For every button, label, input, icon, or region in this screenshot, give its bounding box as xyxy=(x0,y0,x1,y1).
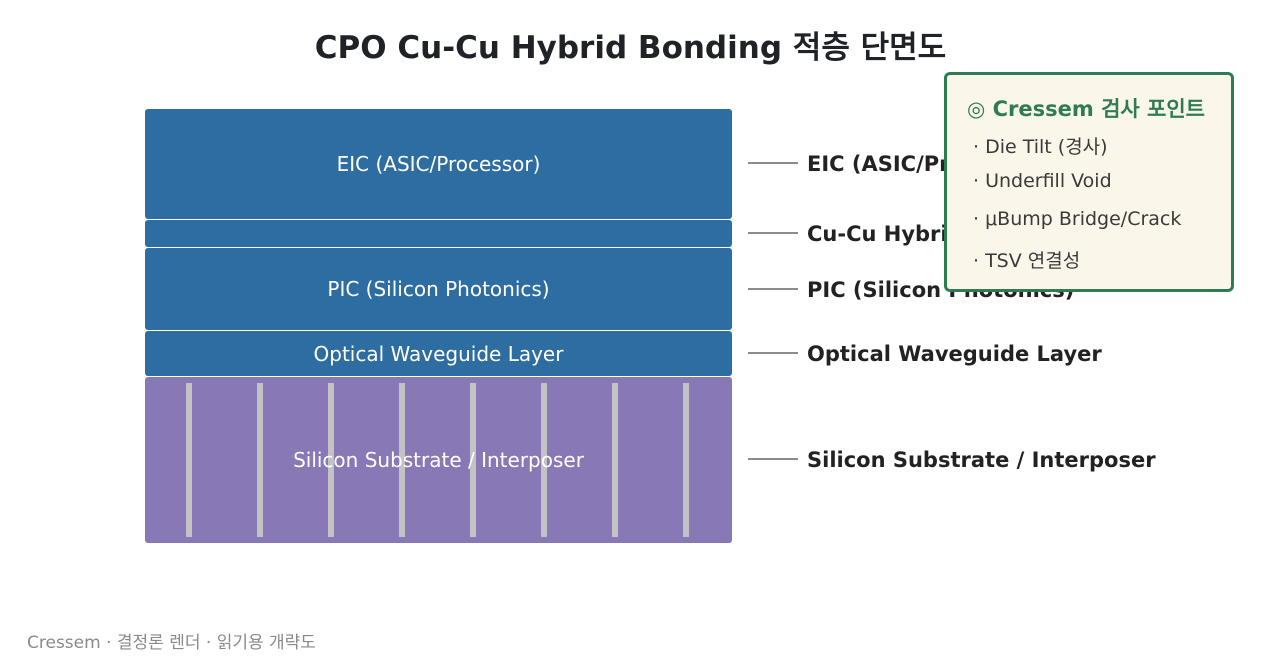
side-label-silicon-substrate: Silicon Substrate / Interposer xyxy=(807,448,1156,472)
leader-line-silicon-substrate xyxy=(748,458,798,460)
inspection-item: · Underfill Void xyxy=(973,170,1112,192)
layer-silicon-substrate: Silicon Substrate / Interposer xyxy=(145,377,732,543)
tsv-via xyxy=(399,383,405,537)
tsv-via xyxy=(257,383,263,537)
layer-eic: EIC (ASIC/Processor) xyxy=(145,109,732,219)
layer-pic: PIC (Silicon Photonics) xyxy=(145,248,732,330)
layer-eic-label: EIC (ASIC/Processor) xyxy=(336,152,541,176)
side-label-optical-waveguide: Optical Waveguide Layer xyxy=(807,342,1102,366)
inspection-item: · Die Tilt (경사) xyxy=(973,136,1108,158)
footer-caption: Cressem · 결정론 렌더 · 읽기용 개략도 xyxy=(27,633,316,653)
layer-optical-waveguide-label: Optical Waveguide Layer xyxy=(313,341,564,366)
inspection-points-box: ◎ Cressem 검사 포인트 · Die Tilt (경사) · Under… xyxy=(944,72,1234,292)
inspection-item: · TSV 연결성 xyxy=(973,250,1081,272)
tsv-via xyxy=(541,383,547,537)
diagram-title: CPO Cu-Cu Hybrid Bonding 적층 단면도 xyxy=(314,30,947,66)
layer-silicon-substrate-label: Silicon Substrate / Interposer xyxy=(293,448,584,472)
tsv-via xyxy=(470,383,476,537)
layer-pic-label: PIC (Silicon Photonics) xyxy=(327,277,550,301)
leader-line-cu-cu-bonding xyxy=(748,232,798,234)
tsv-via xyxy=(683,383,689,537)
layer-cu-cu-bonding xyxy=(145,220,732,247)
inspection-points-title: ◎ Cressem 검사 포인트 xyxy=(967,97,1205,121)
tsv-via xyxy=(328,383,334,537)
inspection-item: · μBump Bridge/Crack xyxy=(973,208,1182,230)
leader-line-optical-waveguide xyxy=(748,352,798,354)
tsv-via xyxy=(186,383,192,537)
layer-optical-waveguide: Optical Waveguide Layer xyxy=(145,331,732,376)
leader-line-eic xyxy=(748,162,798,164)
tsv-via xyxy=(612,383,618,537)
leader-line-pic xyxy=(748,288,798,290)
